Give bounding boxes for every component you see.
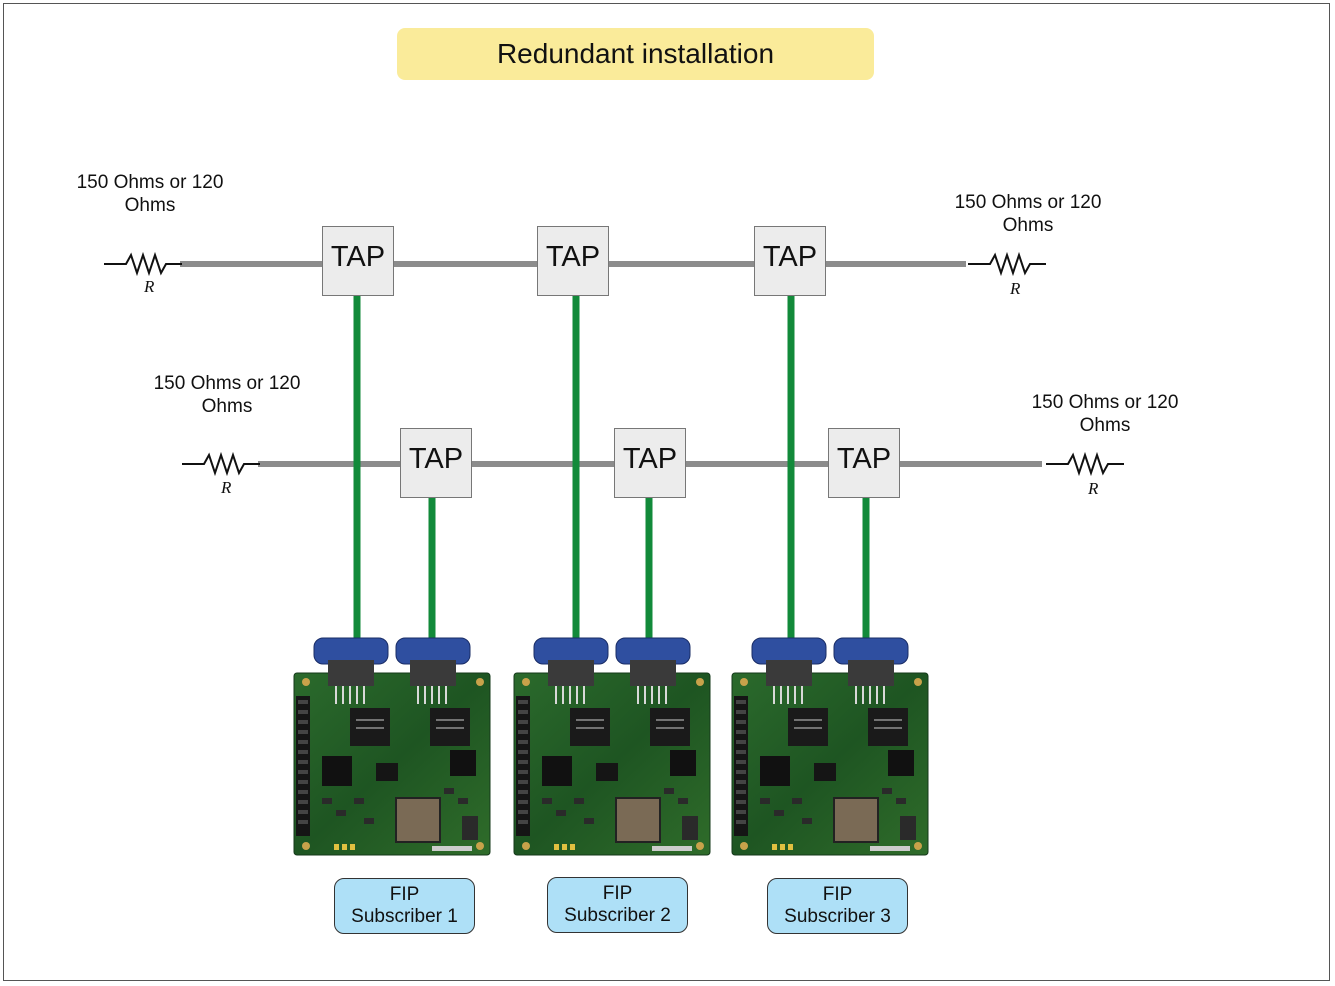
subscriber-label: FIP Subscriber 3 (767, 878, 908, 934)
subscriber-label-line1: FIP (822, 884, 853, 905)
resistor-symbol: R (221, 478, 232, 497)
fip-board-icon (513, 637, 711, 856)
resistor-icon (103, 254, 183, 274)
resistor-icon (967, 254, 1047, 274)
termination-label: 150 Ohms or 120 Ohms (50, 171, 250, 217)
tap-box: TAP (537, 226, 609, 296)
diagram-frame (3, 3, 1330, 981)
tap-box: TAP (322, 226, 394, 296)
termination-label-line2: Ohms (124, 195, 176, 216)
subscriber-label-line2: Subscriber 2 (564, 905, 671, 926)
tap-box: TAP (754, 226, 826, 296)
termination-label-line1: 150 Ohms or 120 (1031, 392, 1179, 413)
subscriber-label: FIP Subscriber 2 (547, 877, 688, 933)
resistor-icon (1045, 454, 1125, 474)
termination-label-line1: 150 Ohms or 120 (954, 192, 1102, 213)
subscriber-label-line1: FIP (389, 884, 420, 905)
fip-board-icon (731, 637, 929, 856)
subscriber-label: FIP Subscriber 1 (334, 878, 475, 934)
resistor-icon (181, 454, 261, 474)
termination-label-line1: 150 Ohms or 120 (153, 373, 301, 394)
resistor-symbol: R (1088, 479, 1099, 498)
tap-box: TAP (400, 428, 472, 498)
termination-label: 150 Ohms or 120 Ohms (1005, 391, 1205, 437)
termination-label-line2: Ohms (1079, 415, 1131, 436)
termination-label: 150 Ohms or 120 Ohms (127, 372, 327, 418)
subscriber-label-line2: Subscriber 3 (784, 906, 891, 927)
termination-label: 150 Ohms or 120 Ohms (928, 191, 1128, 237)
termination-label-line2: Ohms (1002, 215, 1054, 236)
resistor-symbol: R (144, 277, 155, 296)
subscriber-label-line2: Subscriber 1 (351, 906, 458, 927)
tap-box: TAP (614, 428, 686, 498)
tap-box: TAP (828, 428, 900, 498)
subscriber-label-line1: FIP (602, 883, 633, 904)
fip-board-icon (293, 637, 491, 856)
diagram-title: Redundant installation (397, 28, 874, 80)
termination-label-line2: Ohms (201, 396, 253, 417)
termination-label-line1: 150 Ohms or 120 (76, 172, 224, 193)
resistor-symbol: R (1010, 279, 1021, 298)
